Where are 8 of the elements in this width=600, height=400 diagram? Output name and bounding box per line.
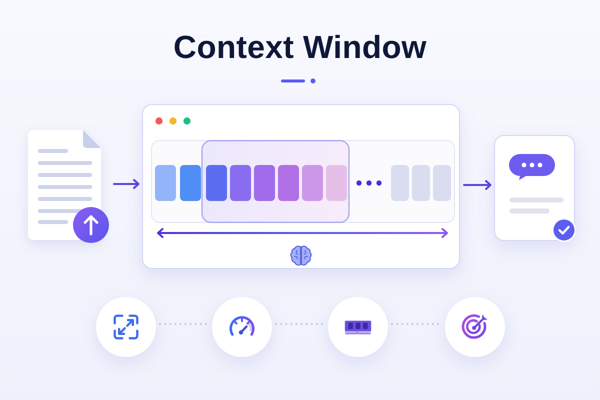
arrow: [113, 179, 140, 189]
dotted-connector: [159, 323, 209, 325]
title: Context Window: [173, 29, 427, 65]
dotted-connector: [275, 323, 325, 325]
document-upload-icon: [28, 130, 110, 244]
arrow: [463, 180, 492, 190]
response-card: [494, 135, 575, 241]
dotted-connector: [391, 323, 442, 325]
